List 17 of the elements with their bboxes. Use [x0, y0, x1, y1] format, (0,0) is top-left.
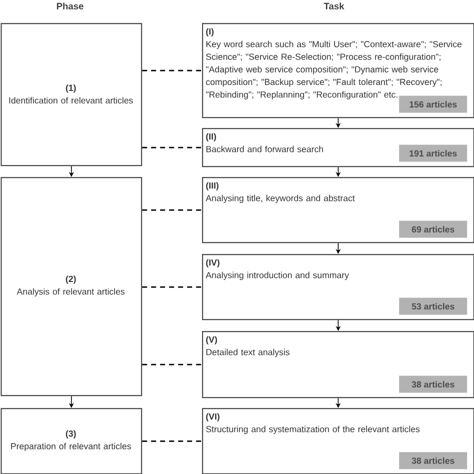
count-badge: 38 articles: [399, 376, 468, 393]
count-badge: 191 articles: [399, 144, 468, 162]
dashed-connector: [142, 364, 202, 366]
column-header: Phase: [56, 2, 84, 10]
phase-box: (3) Preparation of relevant articles: [0, 408, 142, 474]
count-badge: 156 articles: [399, 96, 468, 113]
dashed-connector: [142, 440, 202, 442]
dashed-connector: [142, 70, 202, 72]
column-header: Task: [324, 2, 344, 10]
phase-box: (1) Identification of relevant articles: [0, 23, 142, 166]
dashed-connector: [142, 146, 202, 148]
dashed-connector: [142, 209, 202, 211]
dashed-connector: [142, 286, 202, 288]
count-badge: 53 articles: [399, 298, 468, 315]
phase-box: (2) Analysis of relevant articles: [0, 177, 142, 396]
count-badge: 38 articles: [399, 452, 468, 470]
count-badge: 69 articles: [399, 220, 468, 238]
